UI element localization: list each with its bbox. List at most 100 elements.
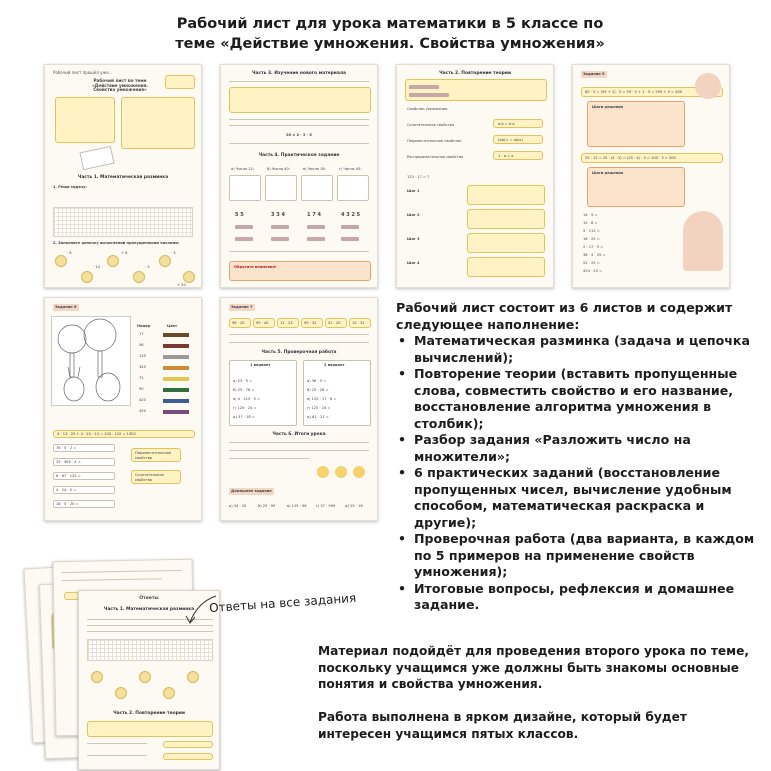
pair-expression: 99 · 32 (304, 321, 317, 325)
section-title: Часть 3. Изучение нового материала (251, 71, 347, 76)
chain-circle (159, 255, 171, 267)
summary-item: Проверочная работа (два варианта, в кажд… (396, 531, 758, 581)
color-swatch (163, 398, 189, 403)
formula: 1 · a = a (498, 154, 514, 158)
variant-item: г) 125 · 24 = (233, 406, 257, 410)
summary-item: 6 практических заданий (восстановление п… (396, 465, 758, 531)
pair-expression: 15 · 31 (352, 321, 365, 325)
example-item: 76 · 5 · 2 = (56, 446, 77, 450)
summary-block: Рабочий лист состоит из 6 листов и содер… (396, 300, 758, 614)
text-line (229, 458, 309, 459)
answer-grid (53, 207, 193, 237)
formula-box (163, 753, 213, 760)
sheet-heading: Рабочий лист по теме «Действие умножения… (91, 78, 149, 93)
expression-box: 60 · 5 = (59 + 1) · 5 = 59 · 5 + 1 · 5 =… (581, 87, 723, 97)
property-name: Переместительное свойство (135, 451, 172, 460)
sample-expression: 123 · 17 = ? (407, 175, 430, 179)
answer-field: 76 · 5 · 2 = (53, 444, 115, 452)
chain-circle (115, 687, 127, 699)
blank (307, 237, 325, 241)
chain-op: + 8 (121, 251, 128, 255)
variant-item: д) 61 · 21 = (307, 415, 329, 419)
steps-title: Шаги решения (592, 171, 624, 175)
color-table-number: 450 (139, 409, 146, 413)
section-title: Часть 4. Практическое задание (258, 153, 340, 158)
homework-item: б) 25 · 99 (258, 504, 276, 508)
section-title: Часть 1. Математическая разминка (103, 607, 195, 612)
summary-item: Итоговые вопросы, рефлексия и домашнее з… (396, 581, 758, 614)
text-line (229, 442, 369, 443)
arrow-icon (185, 595, 217, 624)
example-item: 14 · 5 = (583, 213, 598, 217)
text-line (229, 125, 369, 126)
blank (307, 225, 325, 229)
formula: a·b = b·a (498, 122, 515, 126)
text-line (229, 81, 369, 82)
color-table-number: 17 (139, 332, 144, 336)
title-line-1: Рабочий лист для урока математики в 5 кл… (176, 16, 604, 32)
section-title: Часть 6. Итоги урока (272, 432, 326, 437)
worksheet-page-2: Часть 3. Изучение нового материала 20 = … (220, 64, 378, 288)
summary-intro: Рабочий лист состоит из 6 листов и содер… (396, 300, 733, 332)
example-item: 5 · 112 = (583, 229, 600, 233)
formula-box: a·b = b·a (493, 119, 543, 128)
answer-field: 18 · 5 · 20 = (53, 500, 115, 508)
property-box: Сочетательное свойство (131, 470, 181, 484)
pair-box: 99 · 32 (301, 318, 323, 328)
text-line (61, 569, 182, 574)
property-name: Распределительное свойство (407, 155, 464, 159)
task-label: Задание 7 (229, 304, 255, 311)
expression: 25 · 12 = 25 · (4 · 3) = (25 · 4) · 3 = … (585, 156, 676, 160)
example-item: 18 · 5 · 20 = (56, 502, 79, 506)
student-illustration (683, 211, 723, 271)
property-name: Сочетательное свойство (135, 473, 164, 482)
worksheet-page-1: Рабочий лист прошёл уже... Рабочий лист … (44, 64, 202, 288)
example-item: 38 · 4 · 25 = (583, 253, 606, 257)
step-label: Шаг 4 (407, 261, 420, 265)
summary-item: Повторение теории (вставить пропущенные … (396, 366, 758, 432)
text-line (87, 755, 147, 756)
chain-op: : 5 (145, 265, 150, 269)
smiley-neutral-icon (335, 466, 347, 478)
expression: 60 · 5 = (59 + 1) · 5 = 59 · 5 + 1 · 5 =… (585, 90, 683, 94)
step-box (467, 209, 545, 229)
color-swatch (163, 365, 189, 370)
chain-circle (183, 271, 195, 283)
answer-field: 25 · 465 · 4 = (53, 458, 115, 466)
title-line-2: теме «Действие умножения. Свойства умнож… (175, 36, 605, 52)
blank (341, 225, 359, 229)
chain-circle (133, 271, 145, 283)
variant-item: г) 125 · 24 = (307, 406, 331, 410)
answer-box (301, 175, 333, 201)
pair-expression: 11 · 23 (280, 321, 293, 325)
expression-box: 25 · 12 = 25 · (4 · 3) = (25 · 4) · 3 = … (581, 153, 723, 163)
formula-box: 1 · a = a (493, 151, 543, 160)
student-head-illustration (695, 73, 721, 99)
variant-item: а) 36 · 5 = (307, 379, 327, 383)
paragraph-usage: Материал подойдёт для проведения второго… (318, 644, 750, 691)
chain-task-label: 2. Заполните цепочку вычислений пропущен… (53, 241, 180, 245)
lesson-goals-box (121, 97, 195, 149)
steps-title: Шаги решения (592, 105, 624, 109)
expression: 4 · 13 · 25 + 4 · 25 · 13 = 100 · 120 = … (57, 432, 136, 436)
theory-box (405, 79, 547, 101)
chain-circle (187, 671, 199, 683)
summary-list: Математическая разминка (задача и цепочк… (396, 333, 758, 614)
text-line (87, 743, 147, 744)
blank (341, 237, 359, 241)
step-label: Шаг 1 (407, 189, 420, 193)
blank (409, 93, 449, 97)
summary-item: Математическая разминка (задача и цепочк… (396, 333, 758, 366)
chain-circle (139, 671, 151, 683)
color-table-number: 135 (139, 354, 146, 358)
homework-item: а) 34 · 25 (229, 504, 247, 508)
text-line (87, 631, 213, 632)
pair-expression: 51 · 20 (328, 321, 341, 325)
answer-page-front: Ответы Часть 1. Математическая разминка … (78, 590, 220, 770)
color-table-number: 56 (139, 343, 144, 347)
column-number: 3 3 4 (271, 212, 285, 218)
variant-item: а) 23 · 5 = (233, 379, 253, 383)
blank (235, 225, 253, 229)
answer-box (229, 175, 261, 201)
